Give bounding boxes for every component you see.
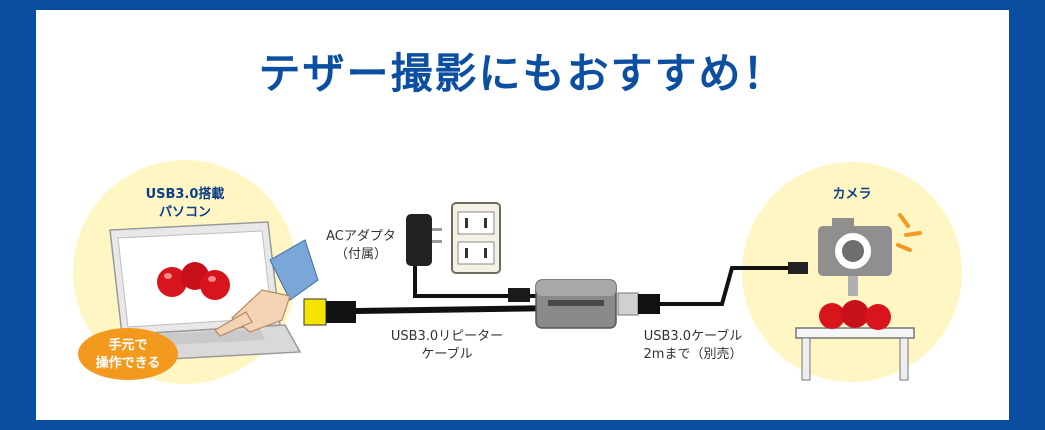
adapter-label-line2: （付属）: [334, 247, 387, 262]
usb-plug-camera-icon: [788, 262, 808, 274]
badge-line1: 手元で: [108, 338, 148, 353]
operate-badge-label: 手元で 操作できる: [78, 337, 178, 373]
usb-cable-label-line1: USB3.0ケーブル: [643, 329, 743, 344]
usb-plug-pc-icon: [303, 298, 327, 326]
repeater-cable-label: USB3.0リピーター ケーブル: [372, 328, 522, 364]
usb-cable-label: USB3.0ケーブル 2mまで（別売）: [628, 328, 758, 364]
pc-label-line2: パソコン: [158, 205, 211, 220]
hand-icon: [214, 239, 319, 337]
camera-label-text: カメラ: [832, 187, 872, 202]
repeater-cable-label-line1: USB3.0リピーター: [390, 329, 504, 344]
camera-label: カメラ: [812, 186, 892, 204]
flash-accent-icon: [896, 213, 922, 252]
wall-outlet-icon: [451, 202, 501, 274]
usb-cable-label-line2: 2mまで（別売）: [643, 347, 743, 362]
apple-icon: [819, 300, 891, 330]
operate-badge: [78, 328, 178, 380]
pc-label-line1: USB3.0搭載: [145, 187, 225, 202]
badge-line2: 操作できる: [95, 356, 161, 371]
usb-plug-cable-icon: [617, 292, 660, 316]
usb-cable: [660, 266, 792, 306]
adapter-label-line1: ACアダプタ: [326, 229, 396, 244]
repeater-cable-label-line2: ケーブル: [421, 347, 473, 362]
apple-icon: [157, 262, 230, 300]
ac-adapter-icon: [406, 214, 560, 302]
camera-icon: [818, 218, 892, 296]
repeater-box-icon: [535, 279, 617, 329]
usb-plug-body: [326, 301, 356, 323]
pc-label: USB3.0搭載 パソコン: [130, 186, 240, 222]
adapter-label: ACアダプタ （付属）: [316, 228, 406, 264]
page-title: テザー撮影にもおすすめ！: [258, 49, 787, 98]
repeater-cable: [355, 305, 561, 314]
